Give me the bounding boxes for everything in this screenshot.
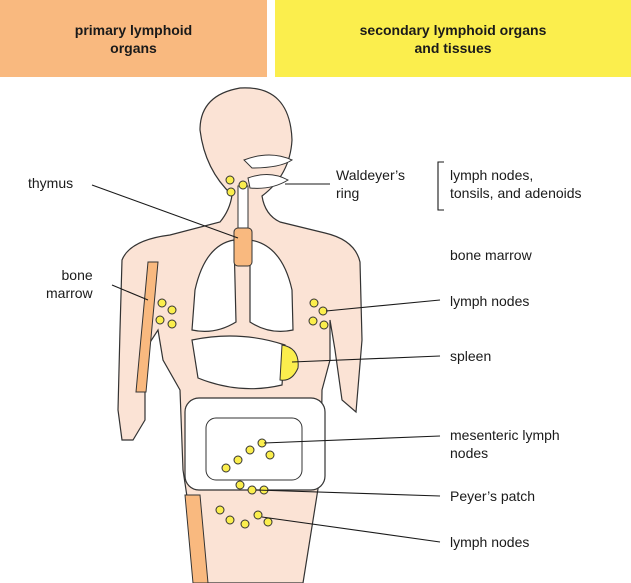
label-bone-marrow-left: bone marrow [46,266,93,302]
axillary-nodes-left-node-1 [168,306,176,314]
cervical-nodes-node-2 [239,181,247,189]
cervical-nodes-node-1 [227,188,235,196]
label-bone-marrow-right: bone marrow [450,246,532,264]
axillary-nodes-right-node-0 [310,299,318,307]
mesenteric-nodes-node-2 [234,456,242,464]
axillary-nodes-left-node-3 [168,320,176,328]
inguinal-nodes-node-1 [226,516,234,524]
label-spleen: spleen [450,347,491,365]
mesenteric-nodes-node-4 [266,451,274,459]
label-peyers-patch: Peyer’s patch [450,487,535,505]
mesenteric-nodes-node-1 [246,446,254,454]
cervical-nodes-node-0 [226,176,234,184]
waldeyer-bracket [438,162,444,210]
liver [192,336,285,389]
label-thymus: thymus [28,174,73,192]
body-silhouette [118,88,362,583]
leader-thymus [92,185,238,238]
inguinal-nodes-node-0 [216,506,224,514]
trachea [238,186,248,234]
inguinal-nodes-node-4 [264,518,272,526]
axillary-nodes-left-node-2 [156,316,164,324]
label-lymph-nodes-inguinal: lymph nodes [450,533,529,551]
label-waldeyer-detail: lymph nodes, tonsils, and adenoids [450,166,582,202]
axillary-nodes-left-node-0 [158,299,166,307]
axillary-nodes-right-node-1 [319,307,327,315]
label-waldeyers-ring: Waldeyer’s ring [336,166,405,202]
inguinal-nodes-node-3 [254,511,262,519]
peyers-patch-nodes-node-1 [248,486,256,494]
thymus-organ [234,228,252,266]
axillary-nodes-right-node-2 [309,317,317,325]
label-lymph-nodes-axillary: lymph nodes [450,292,529,310]
peyers-patch-nodes-node-0 [236,481,244,489]
axillary-nodes-right-node-3 [320,321,328,329]
mesenteric-nodes-node-3 [222,464,230,472]
label-mesenteric-lymph-nodes: mesenteric lymph nodes [450,426,560,462]
oral-cavity [248,174,288,188]
inguinal-nodes-node-2 [241,520,249,528]
